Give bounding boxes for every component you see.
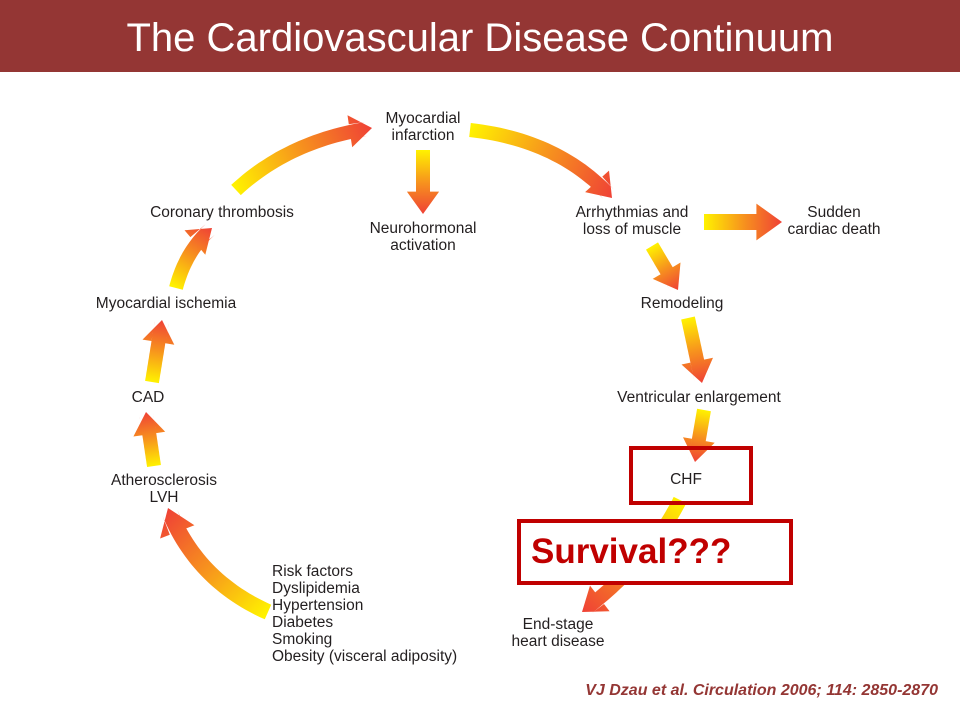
arrow-arrhythmias-to-remodeling	[646, 242, 684, 293]
node-sudden-cardiac-death: Sudden cardiac death	[787, 204, 881, 238]
page-title: The Cardiovascular Disease Continuum	[126, 16, 834, 60]
arrow-infarction-to-arrhythmias	[469, 123, 614, 199]
citation: VJ Dzau et al. Circulation 2006; 114: 28…	[585, 682, 938, 699]
arrow-remodeling-to-enlargement	[681, 316, 713, 383]
node-ventricular-enlargement: Ventricular enlargement	[617, 389, 781, 406]
chf-highlight-box	[629, 446, 753, 505]
survival-callout-box	[517, 519, 793, 585]
node-myocardial-ischemia: Myocardial ischemia	[95, 295, 237, 312]
node-end-stage-heart-disease: End-stage heart disease	[511, 616, 605, 650]
node-myocardial-infarction: Myocardial infarction	[385, 110, 461, 144]
node-atherosclerosis-lvh: Atherosclerosis LVH	[111, 472, 217, 506]
arrow-thrombosis-to-infarction	[231, 115, 372, 196]
node-neurohormonal-activation: Neurohormonal activation	[369, 220, 477, 254]
arrow-infarction-to-neurohormonal	[406, 150, 440, 214]
survival-callout-text: Survival???	[531, 532, 732, 571]
node-risk-factors: Risk factors Dyslipidemia Hypertension D…	[272, 563, 458, 665]
arrow-arrhythmias-to-sudden-death	[704, 203, 782, 241]
node-coronary-thrombosis: Coronary thrombosis	[150, 204, 294, 221]
title-bar	[0, 0, 960, 72]
arrow-cad-to-ischemia	[142, 320, 175, 384]
arrow-atherosclerosis-to-cad	[133, 412, 166, 467]
node-cad: CAD	[131, 389, 165, 406]
node-remodeling: Remodeling	[640, 295, 724, 312]
arrow-riskfactors-to-atherosclerosis	[160, 508, 272, 620]
node-chf: CHF	[670, 471, 702, 488]
arrow-ischemia-to-thrombosis	[169, 224, 215, 290]
node-arrhythmias: Arrhythmias and loss of muscle	[575, 204, 689, 238]
